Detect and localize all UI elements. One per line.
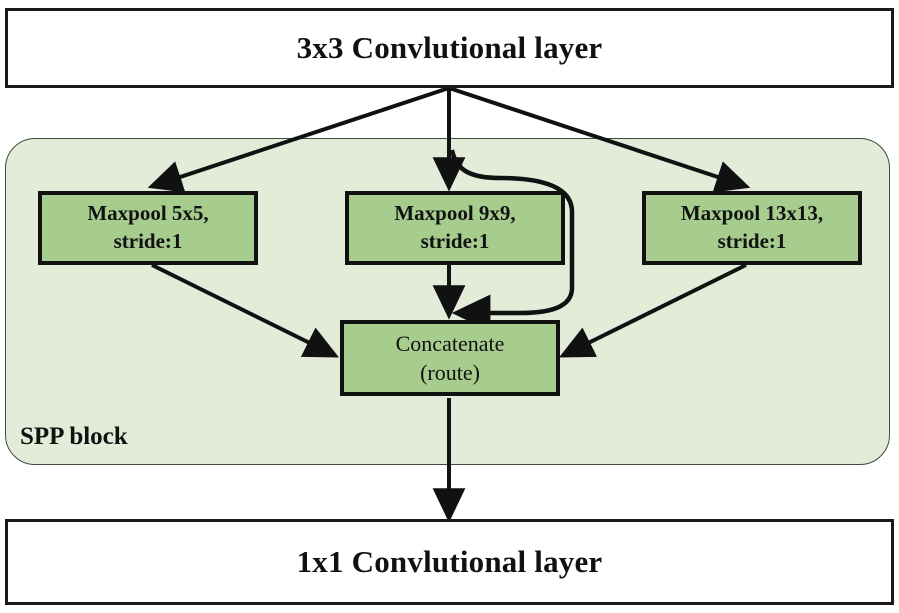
node-concatenate[interactable]: Concatenate (route) (340, 320, 560, 396)
node-conv-top-label: 3x3 Convlutional layer (296, 30, 603, 65)
spp-block-container (5, 138, 890, 465)
node-conv-bottom[interactable]: 1x1 Convlutional layer (5, 519, 894, 605)
node-maxpool-5x5-text: Maxpool 5x5, stride:1 (87, 200, 208, 255)
node-concatenate-text: Concatenate (route) (396, 329, 505, 387)
node-concatenate-line2: (route) (420, 360, 480, 385)
node-maxpool-5x5-line1: Maxpool 5x5, (87, 201, 209, 226)
node-conv-top[interactable]: 3x3 Convlutional layer (5, 8, 894, 88)
node-maxpool-13x13[interactable]: Maxpool 13x13, stride:1 (642, 191, 862, 265)
node-concatenate-line1: Concatenate (395, 330, 505, 356)
node-maxpool-9x9-line2: stride:1 (420, 229, 490, 253)
node-maxpool-9x9-text: Maxpool 9x9, stride:1 (394, 200, 515, 255)
spp-block-label: SPP block (20, 423, 128, 450)
node-maxpool-13x13-line2: stride:1 (717, 229, 787, 253)
node-maxpool-9x9[interactable]: Maxpool 9x9, stride:1 (345, 191, 565, 265)
node-maxpool-9x9-line1: Maxpool 9x9, (394, 201, 516, 226)
node-maxpool-5x5[interactable]: Maxpool 5x5, stride:1 (38, 191, 258, 265)
node-maxpool-13x13-line1: Maxpool 13x13, (680, 201, 824, 226)
node-maxpool-13x13-text: Maxpool 13x13, stride:1 (681, 200, 823, 255)
node-conv-bottom-label: 1x1 Convlutional layer (296, 544, 603, 579)
node-maxpool-5x5-line2: stride:1 (113, 229, 183, 253)
